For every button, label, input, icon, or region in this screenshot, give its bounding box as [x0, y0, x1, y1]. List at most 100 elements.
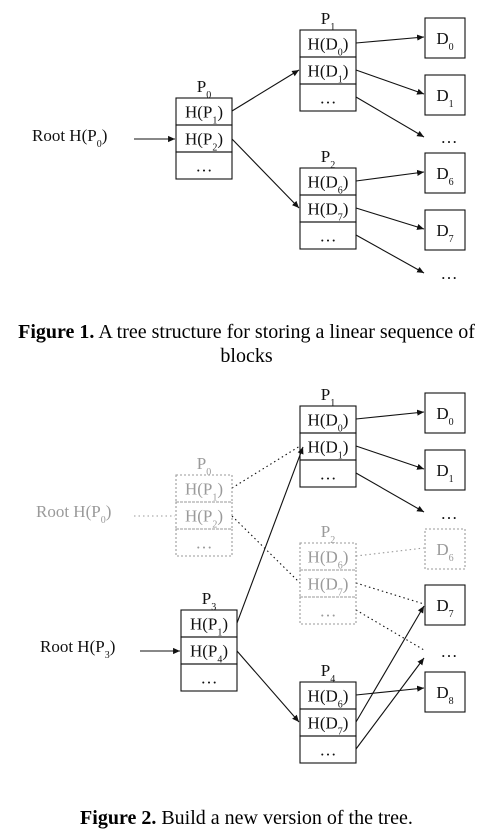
fig2-block-d7-label: D7 — [436, 596, 453, 620]
fig1-node-p0-cell-text: H(P2) — [185, 130, 223, 154]
fig2-arrow-more1 — [355, 472, 425, 513]
fig2-node-p2-cell-text: … — [320, 602, 337, 621]
fig2-block-d8 — [424, 671, 466, 713]
fig1-block-d6-label: D6 — [436, 164, 453, 188]
fig2-old-link-d6 — [355, 547, 425, 557]
fig2-node-p2-title: P2 — [321, 522, 335, 546]
fig2-node-p3-cell-text: H(P4) — [190, 642, 228, 666]
fig1-node-p0-cell-text: … — [196, 157, 213, 176]
fig2-node-p1-title: P1 — [321, 385, 335, 409]
fig2-node-p0-cell-text: H(P1) — [185, 480, 223, 504]
fig2-node-p3-cell-text: H(P1) — [190, 615, 228, 639]
fig1-node-p0: H(P1) H(P2) … P0 — [175, 77, 233, 180]
fig1-node-p1-title: P1 — [321, 9, 335, 33]
fig1-node-p2-cell — [299, 221, 357, 250]
fig2-node-p4-cell-text: H(D7) — [308, 714, 349, 738]
fig2-node-p3-title: P3 — [202, 589, 216, 613]
fig2-arrow-p3-p4 — [236, 650, 300, 723]
fig1-ellipsis-1: … — [441, 128, 458, 147]
fig2-ellipsis-2: … — [441, 642, 458, 661]
fig1-node-p1-cell-text: H(D1) — [308, 62, 349, 86]
fig2-arrow-d8 — [355, 685, 425, 696]
figure2-caption-text: Build a new version of the tree. — [156, 807, 413, 829]
fig2-ellipsis-1: … — [441, 504, 458, 523]
fig1-node-p2-title: P2 — [321, 147, 335, 171]
fig1-node-p1-cell-text: … — [320, 89, 337, 108]
fig2-block-d7 — [424, 584, 466, 626]
fig2-node-p4-cell-text: H(D6) — [308, 687, 349, 711]
fig1-block-d7 — [424, 209, 466, 251]
fig1-arrow-d1 — [355, 69, 425, 95]
fig1-arrow-p0-p2 — [231, 138, 300, 209]
fig2-node-p1: H(D0) H(D1) … P1 — [299, 385, 357, 488]
figure1-caption-bold: Figure 1. — [18, 321, 95, 343]
fig2-node-p1-cell-text: … — [320, 465, 337, 484]
fig1-node-p1-cell-text: H(D0) — [308, 35, 349, 59]
fig2-node-p3-cell — [180, 663, 238, 692]
fig1-arrow-p0-p1 — [231, 69, 300, 112]
fig2-node-p4: H(D6) H(D7) … P4 — [299, 661, 357, 764]
fig2-node-p0-cell — [175, 474, 233, 503]
fig1-node-p0-cell — [175, 151, 233, 180]
fig1-root-label: Root H(P0) — [32, 126, 107, 150]
figure2-caption-bold: Figure 2. — [80, 807, 157, 829]
fig1-node-p2-cell-text: … — [320, 227, 337, 246]
fig2-old-link-p2 — [231, 515, 301, 584]
fig2-old-link-d7 — [355, 582, 425, 605]
fig1-node-p2: H(D6) H(D7) … P2 — [299, 147, 357, 250]
fig1-arrow-d0 — [355, 34, 425, 44]
fig1-node-p0-title: P0 — [197, 77, 211, 101]
fig2-block-d6-label: D6 — [436, 540, 453, 564]
fig1-node-p1-cell — [299, 83, 357, 112]
fig2-block-d0 — [424, 392, 466, 434]
fig2-arrow-more2 — [355, 657, 425, 750]
fig2-node-p2-cell — [299, 596, 357, 625]
fig2-old-link-more — [355, 609, 425, 651]
fig1-node-p0-cell-text: H(P1) — [185, 103, 223, 127]
fig1-arrow-more1 — [355, 96, 425, 138]
fig2-node-p1-cell-text: H(D0) — [308, 411, 349, 435]
fig1-node-p2-cell-text: H(D7) — [308, 200, 349, 224]
fig1-node-p2-cell-text: H(D6) — [308, 173, 349, 197]
fig1-block-d6 — [424, 152, 466, 194]
fig2-node-p2-cell-text: H(D6) — [308, 548, 349, 572]
fig2-node-p0-cell — [175, 501, 233, 530]
fig1-block-d0 — [424, 17, 466, 59]
fig2-node-p4-cell-text: … — [320, 741, 337, 760]
fig2-node-p0: H(P1)H(P2)…P0 — [175, 454, 233, 557]
fig1-ellipsis-2: … — [441, 264, 458, 283]
fig2-arrow-d0 — [355, 409, 425, 420]
fig2-node-p3-cell-text: … — [201, 669, 218, 688]
fig2-node-p3: H(P1) H(P4) … P3 — [180, 589, 238, 692]
fig2-node-p1-cell-text: H(D1) — [308, 438, 349, 462]
fig2-arrow-p3-p1 — [236, 446, 304, 624]
figure1-caption-text: A tree structure for storing a linear se… — [94, 321, 475, 367]
fig2-node-p2-cell — [299, 542, 357, 571]
fig2-node-p0-cell-text: H(P2) — [185, 507, 223, 531]
fig1-arrow-d6 — [355, 169, 425, 182]
fig2-node-p4-cell — [299, 735, 357, 764]
figure2-caption: Figure 2. Build a new version of the tre… — [0, 806, 493, 830]
fig1-arrow-more2 — [355, 234, 425, 274]
fig2-arrow-d7-from-p4 — [355, 605, 425, 723]
fig1-block-d0-label: D0 — [436, 29, 453, 53]
fig2-block-d0-label: D0 — [436, 404, 453, 428]
fig2-new-root-label: Root H(P3) — [40, 637, 115, 661]
fig1-block-d1-label: D1 — [436, 86, 453, 110]
fig2-arrow-d1 — [355, 445, 425, 470]
fig1-node-p1: H(D0) H(D1) … P1 — [299, 9, 357, 112]
fig1-arrow-d7 — [355, 207, 425, 230]
fig2-block-d8-label: D8 — [436, 683, 453, 707]
fig2-old-root-label: Root H(P0) — [36, 502, 111, 526]
fig1-block-d7-label: D7 — [436, 221, 453, 245]
fig2-node-p2: H(D6)H(D7)…P2 — [299, 522, 357, 625]
fig2-node-p2-cell — [299, 569, 357, 598]
fig2-node-p4-title: P4 — [321, 661, 335, 685]
fig2-node-p0-cell — [175, 528, 233, 557]
fig2-block-d6 — [424, 528, 466, 570]
figure1-caption: Figure 1. A tree structure for storing a… — [0, 320, 493, 368]
fig2-block-d1-label: D1 — [436, 461, 453, 485]
fig2-node-p0-title: P0 — [197, 454, 211, 478]
fig1-block-d1 — [424, 74, 466, 116]
